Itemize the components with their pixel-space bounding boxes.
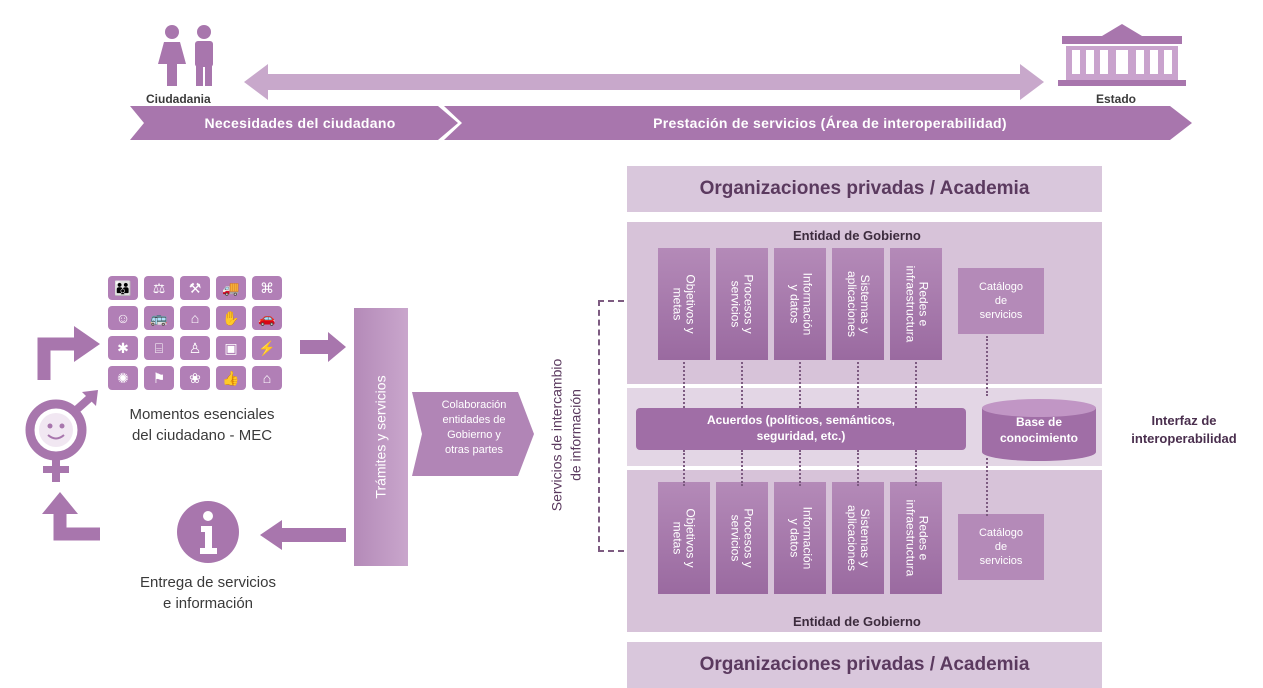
- justice-icon: ⚖: [144, 276, 174, 300]
- catalogo-top: Catálogo de servicios: [958, 268, 1044, 334]
- entidad-bottom-label: Entidad de Gobierno: [793, 614, 921, 629]
- entidad-top-label: Entidad de Gobierno: [793, 228, 921, 243]
- acuerdos-label: Acuerdos (políticos, semánticos, segurid…: [706, 413, 896, 443]
- colaboracion-arrow: [412, 392, 534, 476]
- col-informacion-top: Información y datos: [774, 248, 826, 360]
- delivery-label: Entrega de servicios e información: [140, 574, 276, 612]
- up-arrow-icon: [37, 326, 100, 380]
- bracket-top: [598, 300, 624, 302]
- estado-label: Estado: [1096, 92, 1137, 106]
- ciudadania-label: Ciudadania: [146, 92, 211, 106]
- map-icon: ⌘: [252, 276, 282, 300]
- car-icon: 🚗: [252, 306, 282, 330]
- dotted-bracket: [598, 300, 600, 552]
- connector-4: [857, 362, 859, 408]
- office-icon: ⌂: [252, 366, 282, 390]
- col-informacion-bottom: Información y datos: [774, 482, 826, 594]
- connector-6: [683, 450, 685, 486]
- tramites-label: Trámites y servicios: [373, 375, 390, 499]
- connector-7: [741, 450, 743, 486]
- connector-3: [799, 362, 801, 408]
- connector-10: [915, 450, 917, 486]
- home-icon: ⌂: [180, 306, 210, 330]
- energy-icon: ⚡: [252, 336, 282, 360]
- mec-label: Momentos esenciales del ciudadano - MEC: [129, 406, 275, 444]
- database-icon: [982, 399, 1096, 461]
- brain-icon: ❀: [180, 366, 210, 390]
- vehicle-icon: 🚚: [216, 276, 246, 300]
- government-building-icon: [1058, 24, 1186, 86]
- tramites-box: Trámites y servicios: [354, 308, 408, 566]
- arrow-right-icon: [300, 332, 346, 362]
- handshake-icon: ✋: [216, 306, 246, 330]
- computer-icon: ▣: [216, 336, 246, 360]
- org-top: Organizaciones privadas / Academia: [627, 166, 1102, 212]
- connector-5: [915, 362, 917, 408]
- connector-1: [683, 362, 685, 408]
- double-arrow-icon: [244, 64, 1044, 100]
- col-objetivos-bottom: Objetivos y metas: [658, 482, 710, 594]
- band-necesidades: Necesidades del ciudadano: [204, 115, 396, 131]
- body-icon: ✱: [108, 336, 138, 360]
- bed-icon: ⌸: [144, 336, 174, 360]
- org-bottom: Organizaciones privadas / Academia: [627, 642, 1102, 688]
- family-icon: 👪: [108, 276, 138, 300]
- info-icon: [177, 501, 239, 563]
- connector-2: [741, 362, 743, 408]
- people-icon: ♙: [180, 336, 210, 360]
- connector-11: [986, 336, 988, 396]
- band-prestacion: Prestación de servicios (Área de interop…: [653, 115, 1007, 131]
- col-procesos-top: Procesos y servicios: [716, 248, 768, 360]
- connector-9: [857, 450, 859, 486]
- profile-icon: ☺: [108, 306, 138, 330]
- col-redes-bottom: Redes e infraestructura: [890, 482, 942, 594]
- colaboracion-label: Colaboración entidades de Gobierno y otr…: [441, 399, 507, 456]
- bracket-bottom: [598, 550, 624, 552]
- connector-12: [986, 458, 988, 516]
- virus-icon: ✺: [108, 366, 138, 390]
- acuerdos-box: [636, 408, 966, 450]
- mec-icon-grid: 👪 ⚖ ⚒ 🚚 ⌘ ☺ 🚌 ⌂ ✋ 🚗 ✱ ⌸ ♙ ▣ ⚡ ✺ ⚑ ❀ 👍 ⌂: [108, 276, 282, 390]
- run-icon: ⚑: [144, 366, 174, 390]
- citizens-icon: [158, 25, 213, 86]
- connector-8: [799, 450, 801, 486]
- interfaz-label: Interfaz de interoperabilidad: [1131, 413, 1237, 446]
- citizen-symbol-icon: [25, 390, 98, 482]
- col-sistemas-top: Sistemas y aplicaciones: [832, 248, 884, 360]
- col-objetivos-top: Objetivos y metas: [658, 248, 710, 360]
- servicios-intercambio-label: Servicios de intercambio de información: [548, 358, 584, 512]
- col-procesos-bottom: Procesos y servicios: [716, 482, 768, 594]
- back-arrow-icon: [42, 492, 100, 541]
- col-sistemas-bottom: Sistemas y aplicaciones: [832, 482, 884, 594]
- auction-icon: ⚒: [180, 276, 210, 300]
- catalogo-bottom: Catálogo de servicios: [958, 514, 1044, 580]
- arrow-left-icon: [260, 520, 346, 550]
- band-arrows: [130, 106, 1192, 140]
- bus-icon: 🚌: [144, 306, 174, 330]
- col-redes-top: Redes e infraestructura: [890, 248, 942, 360]
- thumb-icon: 👍: [216, 366, 246, 390]
- base-label: Base de conocimiento: [999, 415, 1078, 445]
